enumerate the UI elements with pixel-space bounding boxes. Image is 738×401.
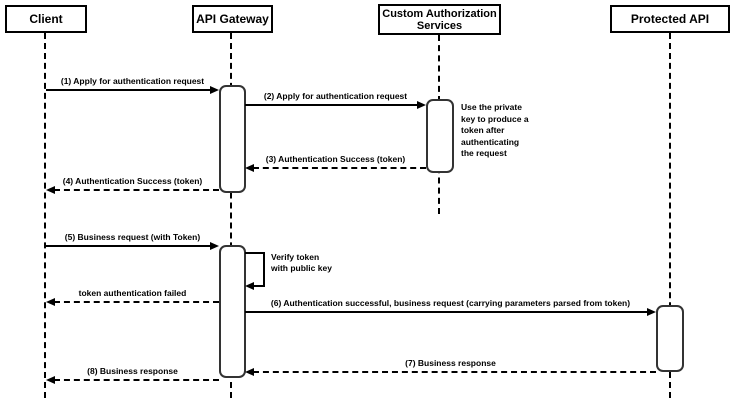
actor-client: Client xyxy=(5,5,87,33)
message-7-arrowhead-icon xyxy=(245,368,254,376)
note-private-key: Use the private key to produce a token a… xyxy=(461,102,529,158)
actor-api-gateway: API Gateway xyxy=(192,5,273,33)
lifeline-client xyxy=(44,33,46,398)
message-5-label: (5) Business request (with Token) xyxy=(64,232,201,242)
message-token-failed-arrowhead-icon xyxy=(46,298,55,306)
message-8-label: (8) Business response xyxy=(87,366,178,376)
actor-client-label: Client xyxy=(29,11,63,26)
message-4-line xyxy=(54,189,219,191)
self-message-bottom-line xyxy=(253,285,265,287)
activation-protected-api xyxy=(656,305,684,372)
message-token-failed-line xyxy=(54,301,219,303)
message-2-line xyxy=(245,104,419,106)
message-4-label: (4) Authentication Success (token) xyxy=(62,176,203,186)
message-1-line xyxy=(46,89,212,91)
self-message-arrowhead-icon xyxy=(245,282,254,290)
message-3-line xyxy=(253,167,426,169)
message-4-arrowhead-icon xyxy=(46,186,55,194)
activation-api-gateway-business xyxy=(219,245,246,378)
self-message-label: Verify token with public key xyxy=(271,252,332,273)
message-2-label: (2) Apply for authentication request xyxy=(263,91,408,101)
actor-protected-api: Protected API xyxy=(610,5,730,33)
message-6-arrowhead-icon xyxy=(647,308,656,316)
self-message-top-line xyxy=(245,252,265,254)
lifeline-api-gateway xyxy=(230,33,232,398)
actor-custom-authorization-services: Custom Authorization Services xyxy=(378,4,501,35)
message-1-label: (1) Apply for authentication request xyxy=(60,76,205,86)
message-5-arrowhead-icon xyxy=(210,242,219,250)
message-6-label: (6) Authentication successful, business … xyxy=(270,298,631,308)
activation-api-gateway-auth xyxy=(219,85,246,193)
actor-api-gateway-label: API Gateway xyxy=(196,11,269,26)
message-2-arrowhead-icon xyxy=(417,101,426,109)
message-8-line xyxy=(54,379,219,381)
self-message-vertical-line xyxy=(263,252,265,287)
activation-custom-authorization-services xyxy=(426,99,454,173)
message-7-line xyxy=(253,371,656,373)
lifeline-protected-api xyxy=(669,33,671,398)
message-3-label: (3) Authentication Success (token) xyxy=(265,154,406,164)
actor-protected-api-label: Protected API xyxy=(630,11,710,26)
message-7-label: (7) Business response xyxy=(405,358,496,368)
message-token-failed-label: token authentication failed xyxy=(78,288,187,298)
message-1-arrowhead-icon xyxy=(210,86,219,94)
message-8-arrowhead-icon xyxy=(46,376,55,384)
message-3-arrowhead-icon xyxy=(245,164,254,172)
message-5-line xyxy=(46,245,212,247)
message-6-line xyxy=(245,311,649,313)
actor-custom-authorization-services-label: Custom Authorization Services xyxy=(382,7,497,32)
